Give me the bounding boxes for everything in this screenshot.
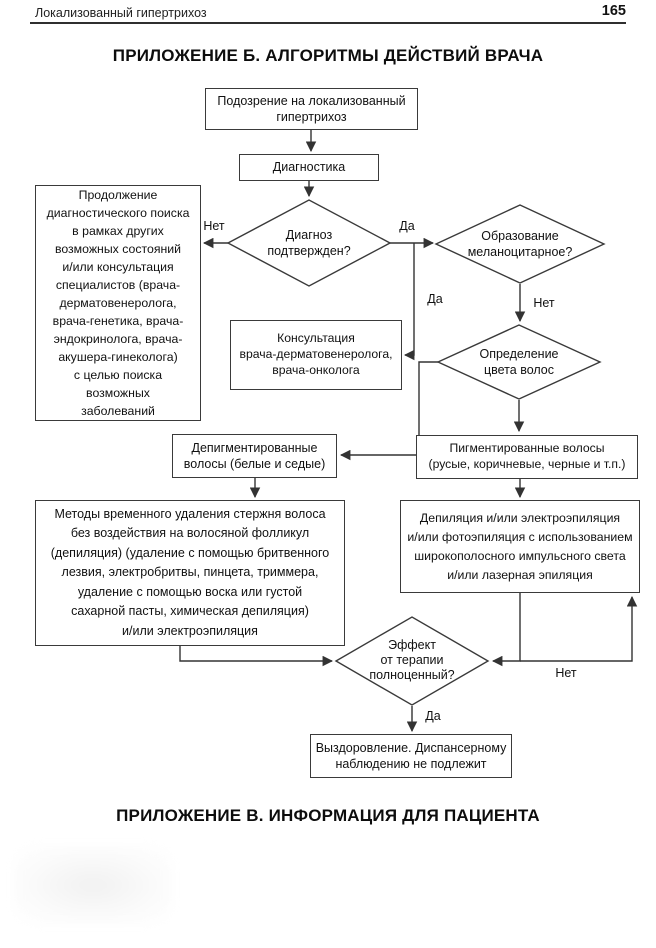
- diamond-text-melanocytic: Образование меланоцитарное?: [467, 229, 573, 259]
- edge-label-confirmed-no: Нет: [203, 219, 225, 233]
- node-consultation: Консультация врача-дерматовенеролога, вр…: [230, 320, 402, 390]
- edge-methods-effect: [179, 646, 334, 667]
- node-suspicion: Подозрение на локализованный гипертрихоз: [205, 88, 418, 130]
- node-pigmented: Пигментированные волосы (русые, коричнев…: [416, 435, 638, 479]
- node-depilation-photo: Депиляция и/или электроэпиляция и/или фо…: [400, 500, 640, 593]
- appendix-b-title: ПРИЛОЖЕНИЕ Б. АЛГОРИТМЫ ДЕЙСТВИЙ ВРАЧА: [112, 46, 544, 65]
- scan-artifact: [14, 846, 172, 924]
- diamond-text-therapy-effect: Эффект от терапии полноценный?: [369, 638, 455, 682]
- appendix-v-title: ПРИЛОЖЕНИЕ В. ИНФОРМАЦИЯ ДЛЯ ПАЦИЕНТА: [116, 806, 540, 825]
- edge-label-effect-yes: Да: [425, 709, 441, 723]
- edge-label-melanocytic-yes: Да: [427, 292, 443, 306]
- edge-label-effect-no: Нет: [555, 666, 577, 680]
- node-recovery: Выздоровление. Диспансерному наблюдению …: [310, 734, 512, 778]
- edge-effect-no-loop: [520, 595, 638, 662]
- node-diagnostics: Диагностика: [239, 154, 379, 181]
- node-temporary-methods: Методы временного удаления стержня волос…: [35, 500, 345, 646]
- page-number: 165: [601, 3, 626, 19]
- edge-label-melanocytic-no: Нет: [533, 296, 555, 310]
- edge-label-confirmed-yes: Да: [399, 219, 415, 233]
- node-depigmented: Депигментированные волосы (белые и седые…: [172, 434, 337, 478]
- node-continue-search: Продолжение диагностического поиска в ра…: [35, 185, 201, 421]
- header-rule: [30, 22, 626, 24]
- edge-melanocytic-yes-consultation: [403, 243, 415, 361]
- running-header-title: Локализованный гипертрихоз: [35, 6, 207, 20]
- edge-depilation-effect: [491, 593, 521, 667]
- diamond-text-diagnosis-confirmed: Диагноз подтвержден?: [267, 228, 351, 258]
- diamond-text-hair-color: Определение цвета волос: [479, 347, 559, 377]
